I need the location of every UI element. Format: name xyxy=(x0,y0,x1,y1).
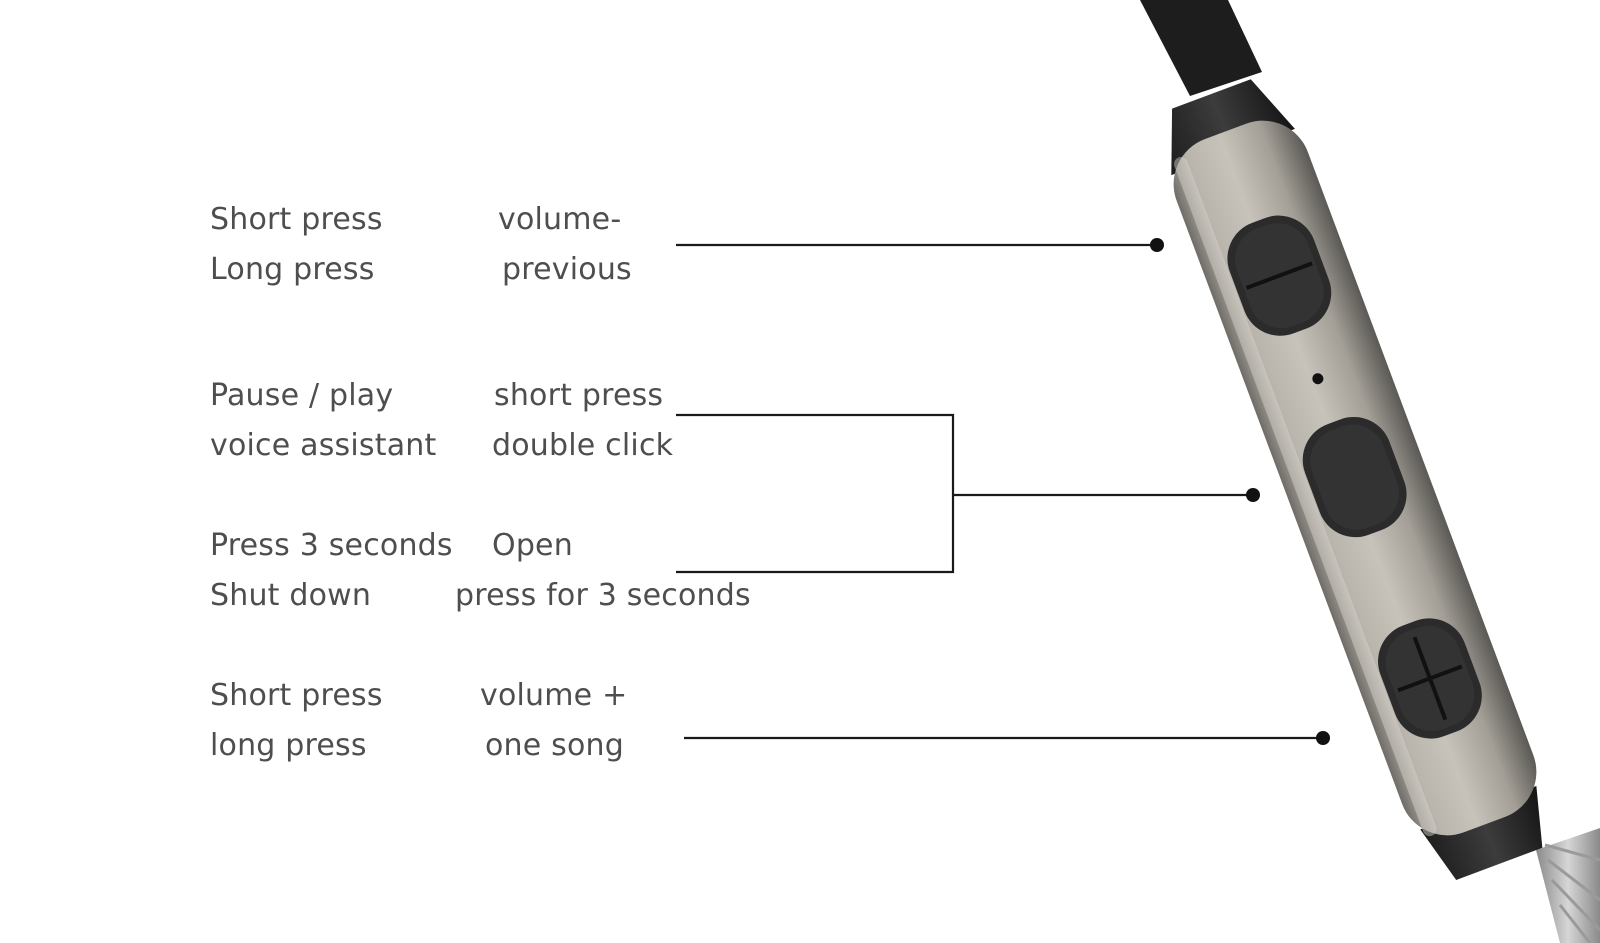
leader-dot-center xyxy=(1246,488,1260,502)
top-cable xyxy=(1140,0,1262,96)
plus-button[interactable] xyxy=(1367,607,1493,749)
minus-button[interactable] xyxy=(1217,205,1343,347)
center-button[interactable] xyxy=(1292,406,1418,548)
plus-icon xyxy=(1397,636,1463,721)
group2-action-1: Pause / play xyxy=(210,378,394,413)
group1-result-1: volume- xyxy=(498,202,622,237)
group4-result-2: one song xyxy=(485,728,625,763)
group4-action-1: Short press xyxy=(210,678,383,713)
leader-dot-plus xyxy=(1316,731,1330,745)
group4-result-1: volume + xyxy=(480,678,628,713)
group1-action-2: Long press xyxy=(210,252,375,287)
group4-action-2: long press xyxy=(210,728,367,763)
group3-result-2: press for 3 seconds xyxy=(455,578,751,613)
leader-lines xyxy=(676,243,1322,740)
group3-result-1: Open xyxy=(492,528,573,563)
group1-action-1: Short press xyxy=(210,202,383,237)
leader-bracket-center xyxy=(676,413,955,574)
mic-hole-icon xyxy=(1312,373,1324,385)
group1-result-2: previous xyxy=(502,252,632,287)
bottom-braided-cable xyxy=(1536,828,1600,943)
remote-body xyxy=(1171,79,1543,881)
leader-dot-minus xyxy=(1150,238,1164,252)
group2-result-2: double click xyxy=(492,428,674,463)
minus-icon xyxy=(1245,261,1313,290)
group2-result-1: short press xyxy=(494,378,664,413)
group3-action-1: Press 3 seconds xyxy=(210,528,453,563)
group3-action-2: Shut down xyxy=(210,578,372,613)
group2-action-2: voice assistant xyxy=(210,428,437,463)
